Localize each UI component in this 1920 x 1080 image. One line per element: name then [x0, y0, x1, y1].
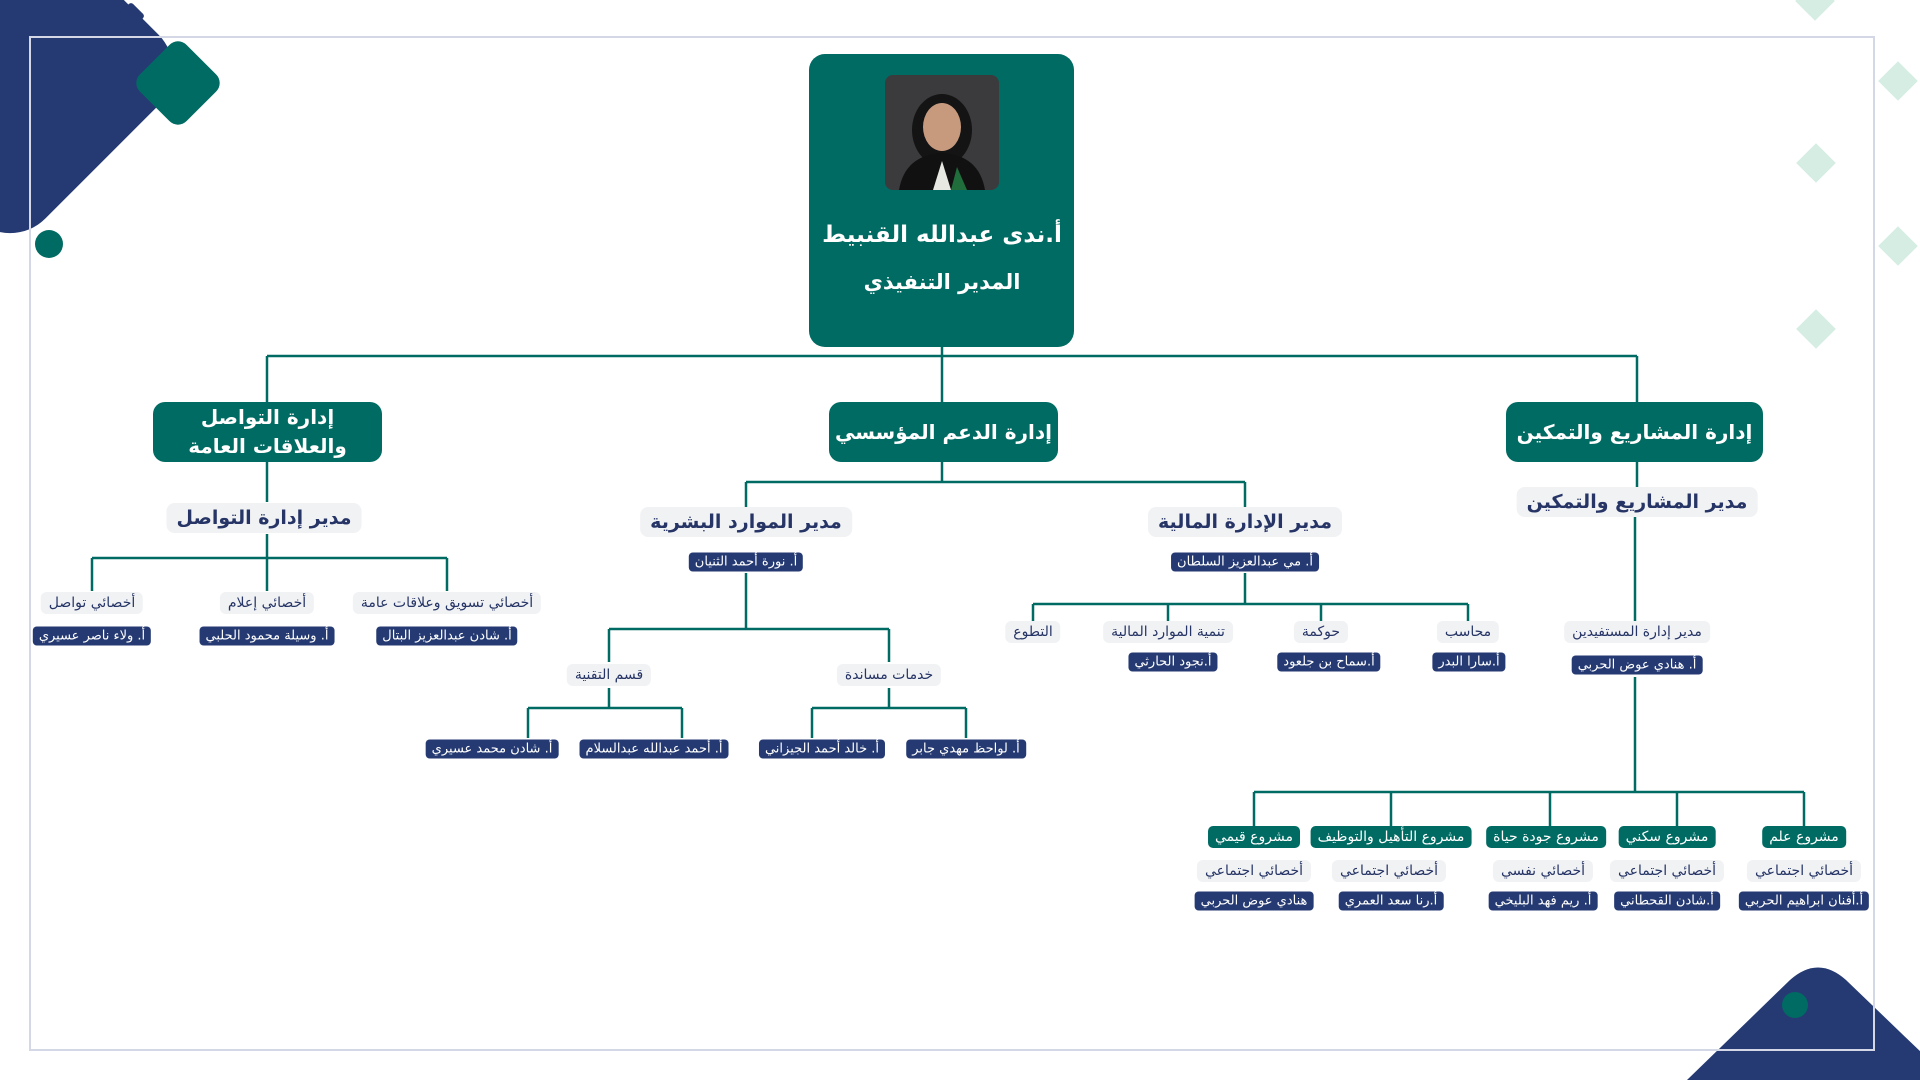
role-label: أخصائي اجتماعي — [1196, 860, 1312, 882]
person-name: أ.سارا البدر — [1432, 652, 1506, 672]
projects-manager: مدير المشاريع والتمكين — [1516, 487, 1758, 517]
teal-dot — [35, 230, 63, 258]
unit-accountant: محاسب — [1436, 621, 1500, 643]
dept-institutional-support: إدارة الدعم المؤسسي — [829, 402, 1058, 462]
role-media: أخصائي إعلام — [219, 592, 315, 614]
person-name: أ. مي عبدالعزيز السلطان — [1171, 552, 1319, 572]
person-name: أ. أحمد عبدالله عبدالسلام — [579, 739, 729, 759]
person-name: أ. شادن عبدالعزيز البتال — [376, 626, 518, 646]
project-sakani: مشروع سكني — [1618, 826, 1716, 848]
person-name: أ.سماح بن جلعود — [1277, 652, 1381, 672]
dept-projects: إدارة المشاريع والتمكين — [1506, 402, 1763, 462]
role-marketing: أخصائي تسويق وعلاقات عامة — [352, 592, 542, 614]
navy-bottom-shape — [1687, 967, 1920, 1080]
person-name: أ. هنادي عوض الحربي — [1571, 655, 1703, 675]
role-communication: أخصائي تواصل — [40, 592, 144, 614]
unit-support-services: خدمات مساندة — [836, 664, 942, 686]
beneficiaries-manager: مدير إدارة المستفيدين — [1564, 621, 1710, 643]
ceo-photo — [885, 75, 999, 190]
ceo-name: أ.ندى عبدالله القنبيط — [822, 222, 1062, 248]
project-rehabilitation-employment: مشروع التأهيل والتوظيف — [1310, 826, 1472, 848]
person-name: أ.شادن القحطاني — [1614, 891, 1720, 911]
person-name: أ. وسيلة محمود الحلبي — [199, 626, 335, 646]
teal-dot-bottom — [1782, 992, 1808, 1018]
project-elm: مشروع علم — [1762, 826, 1846, 848]
person-name: هنادي عوض الحربي — [1194, 891, 1314, 911]
ceo-card: أ.ندى عبدالله القنبيط المدير التنفيذي — [809, 54, 1074, 347]
project-qiyami: مشروع قيمي — [1208, 826, 1300, 848]
person-name: أ. ولاء ناصر عسيري — [32, 626, 152, 646]
hr-manager: مدير الموارد البشرية — [640, 507, 852, 537]
chart-frame — [29, 36, 1875, 1051]
project-quality-of-life: مشروع جودة حياة — [1486, 826, 1606, 848]
role-label: أخصائي اجتماعي — [1609, 860, 1725, 882]
role-label: أخصائي اجتماعي — [1331, 860, 1447, 882]
ceo-title: المدير التنفيذي — [863, 270, 1021, 294]
role-label: أخصائي اجتماعي — [1746, 860, 1862, 882]
person-name: أ. شادن محمد عسيري — [425, 739, 559, 759]
person-name: أ.رنا سعد العمري — [1338, 891, 1444, 911]
unit-volunteering: التطوع — [1005, 621, 1061, 643]
dept-communication: إدارة التواصل والعلاقات العامة — [153, 402, 382, 462]
communication-manager: مدير إدارة التواصل — [166, 503, 362, 533]
person-name: أ. ريم فهد البليخي — [1488, 891, 1598, 911]
small-navy-diamond — [118, 3, 144, 29]
role-label: أخصائي نفسي — [1492, 860, 1594, 882]
unit-governance: حوكمة — [1293, 621, 1349, 643]
person-name: أ. خالد أحمد الجيزاني — [758, 739, 886, 759]
teal-diamond — [136, 41, 220, 125]
person-name: أ. نورة أحمد الثنيان — [688, 552, 804, 572]
unit-financial-development: تنمية الموارد المالية — [1103, 621, 1233, 643]
person-name: أ.نجود الحارثي — [1128, 652, 1218, 672]
unit-technology: قسم التقنية — [566, 664, 652, 686]
finance-manager: مدير الإدارة المالية — [1148, 507, 1342, 537]
person-name: أ.أفنان ابراهيم الحربي — [1738, 891, 1870, 911]
navy-corner-shape — [0, 0, 174, 234]
person-name: أ. لواحظ مهدي جابر — [906, 739, 1026, 759]
